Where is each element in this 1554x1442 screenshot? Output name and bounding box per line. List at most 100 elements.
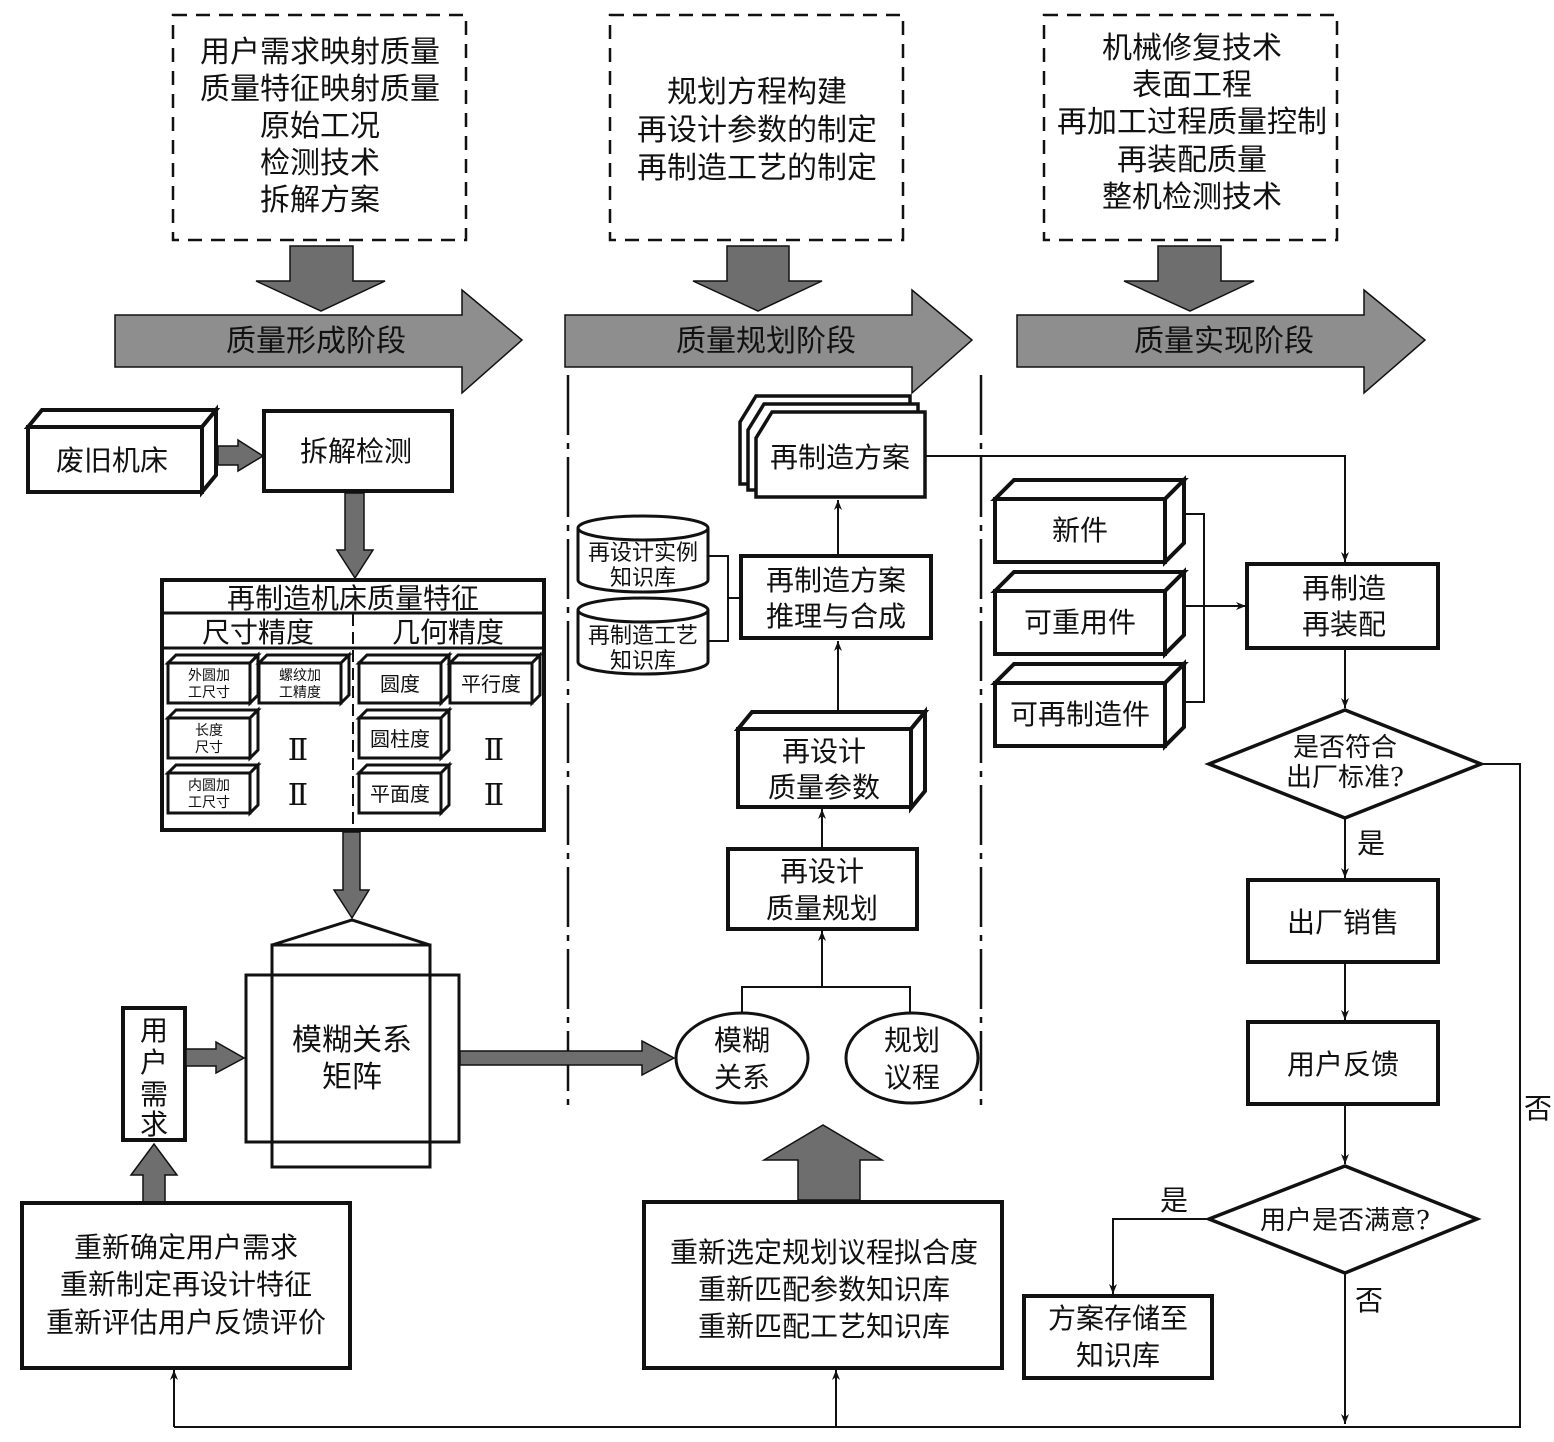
part-label: 可重用件 — [1024, 606, 1136, 639]
item-label: 工尺寸 — [188, 795, 230, 811]
user-demand-char: 求 — [140, 1108, 168, 1141]
user-satisfied-decision: 用户是否满意? — [1204, 1164, 1482, 1275]
decision-label: 用户是否满意? — [1260, 1206, 1430, 1236]
geo-precision-item: 平行度 — [446, 651, 544, 707]
user-demand-char: 用 — [140, 1014, 168, 1047]
down-block-arrow — [1123, 245, 1255, 312]
redo-planning-box: 重新选定规划议程拟合度 重新匹配参数知识库 重新匹配工艺知识库 — [642, 1200, 1004, 1370]
top-box-line: 再设计参数的制定 — [637, 113, 877, 148]
process-knowledge-base: 再制造工艺 知识库 — [576, 596, 710, 676]
store-label: 知识库 — [1076, 1339, 1160, 1372]
user-feedback-box: 用户反馈 — [1246, 1020, 1440, 1106]
reasoning-label: 再制造方案 — [766, 564, 906, 597]
decision-label: 是否符合 — [1293, 733, 1397, 763]
part-block: 新件 — [990, 475, 1189, 567]
parallel-symbol: Ⅱ — [288, 778, 308, 813]
stage-arrow-realization: 质量实现阶段 — [1016, 288, 1427, 395]
item-label: 长度 — [195, 723, 223, 739]
decision-label: 出厂标准? — [1286, 763, 1404, 793]
parallel-symbol: Ⅱ — [288, 733, 308, 768]
agenda-label: 议程 — [884, 1061, 940, 1094]
stage-arrow-formation: 质量形成阶段 — [114, 288, 524, 395]
user-demand-char: 需 — [140, 1078, 168, 1111]
quality-feature-panel: 再制造机床质量特征 尺寸精度 几何精度 外圆加工尺寸螺纹加工精度长度尺寸内圆加工… — [160, 578, 546, 832]
right-block-arrow — [185, 1040, 246, 1075]
db-label: 知识库 — [610, 649, 676, 674]
top-box-line: 表面工程 — [1132, 68, 1252, 103]
db-label: 知识库 — [610, 566, 676, 591]
disassembly-label: 拆解检测 — [300, 435, 412, 468]
planning-agenda-ellipse: 规划 议程 — [844, 1011, 980, 1105]
parallel-symbol: Ⅱ — [484, 778, 504, 813]
top-box-formation: 用户需求映射质量 质量特征映射质量 原始工况 检测技术 拆解方案 — [171, 13, 468, 242]
old-machine-label: 废旧机床 — [56, 444, 168, 477]
top-box-line: 原始工况 — [260, 109, 380, 144]
no-label: 否 — [1355, 1284, 1383, 1317]
part-block: 可重用件 — [990, 567, 1189, 659]
feature-panel-title: 再制造机床质量特征 — [227, 582, 479, 615]
up-block-arrow — [761, 1124, 885, 1201]
geo-precision-item: 平面度 — [355, 761, 453, 817]
feedback-label: 用户反馈 — [1287, 1048, 1399, 1081]
db-label: 再制造工艺 — [588, 624, 698, 649]
dim-precision-header: 尺寸精度 — [202, 616, 314, 649]
yes-label: 是 — [1160, 1184, 1188, 1217]
agenda-label: 规划 — [884, 1024, 940, 1057]
top-box-line: 再加工过程质量控制 — [1057, 105, 1327, 140]
redo-line: 重新匹配工艺知识库 — [698, 1310, 950, 1343]
item-label: 外圆加 — [188, 668, 230, 684]
right-block-arrow — [217, 438, 265, 473]
connector-line — [1184, 513, 1205, 703]
flow-arrow — [926, 455, 1349, 562]
redo-line: 重新评估用户反馈评价 — [46, 1306, 326, 1339]
params-label: 再设计 — [782, 735, 866, 768]
down-block-arrow — [255, 245, 386, 312]
item-label: 工尺寸 — [188, 685, 230, 701]
stage-label: 质量形成阶段 — [226, 324, 406, 359]
store-label: 方案存储至 — [1048, 1302, 1188, 1335]
top-box-planning: 规划方程构建 再设计参数的制定 再制造工艺的制定 — [608, 13, 905, 242]
item-label: 尺寸 — [195, 740, 223, 756]
up-block-arrow — [129, 1142, 179, 1203]
top-box-line: 整机检测技术 — [1102, 180, 1282, 215]
geo-precision-item: 圆柱度 — [355, 706, 453, 762]
part-label: 新件 — [1052, 514, 1108, 547]
fuzzy-rel-label: 关系 — [714, 1061, 770, 1094]
redo-line: 重新制定再设计特征 — [60, 1268, 312, 1301]
right-block-arrow — [459, 1039, 676, 1077]
reassembly-label: 再制造 — [1302, 572, 1386, 605]
disassembly-inspection-box: 拆解检测 — [262, 409, 454, 493]
top-box-line: 再装配质量 — [1117, 143, 1267, 178]
fuzzy-rel-label: 模糊 — [714, 1024, 770, 1057]
redesign-quality-params-block: 再设计 质量参数 — [733, 706, 930, 814]
top-box-line: 用户需求映射质量 — [200, 35, 440, 70]
yes-label: 是 — [1357, 827, 1385, 860]
item-label: 平行度 — [461, 672, 521, 696]
flow-arrow — [1109, 1218, 1209, 1294]
redo-user-requirement-box: 重新确定用户需求 重新制定再设计特征 重新评估用户反馈评价 — [20, 1201, 352, 1370]
reassembly-label: 再装配 — [1302, 608, 1386, 641]
top-box-line: 机械修复技术 — [1102, 31, 1282, 66]
top-box-line: 再制造工艺的制定 — [637, 151, 877, 186]
stage-arrow-planning: 质量规划阶段 — [564, 288, 974, 395]
item-label: 螺纹加 — [279, 668, 321, 684]
item-label: 内圆加 — [188, 778, 230, 794]
qplan-label: 质量规划 — [766, 892, 878, 925]
geo-precision-header: 几何精度 — [392, 616, 504, 649]
redo-line: 重新选定规划议程拟合度 — [670, 1236, 978, 1269]
reassembly-box: 再制造 再装配 — [1245, 562, 1440, 650]
down-block-arrow — [692, 245, 823, 312]
fuzzy-relation-ellipse: 模糊 关系 — [674, 1011, 810, 1105]
scheme-label: 再制造方案 — [770, 441, 910, 474]
part-block: 可再制造件 — [990, 659, 1189, 751]
top-box-line: 拆解方案 — [260, 183, 380, 218]
reasoning-label: 推理与合成 — [766, 600, 906, 633]
feedback-loop-line — [174, 763, 1521, 1428]
parallel-symbol: Ⅱ — [484, 733, 504, 768]
item-label: 工精度 — [279, 685, 321, 701]
no-label: 否 — [1524, 1092, 1552, 1125]
